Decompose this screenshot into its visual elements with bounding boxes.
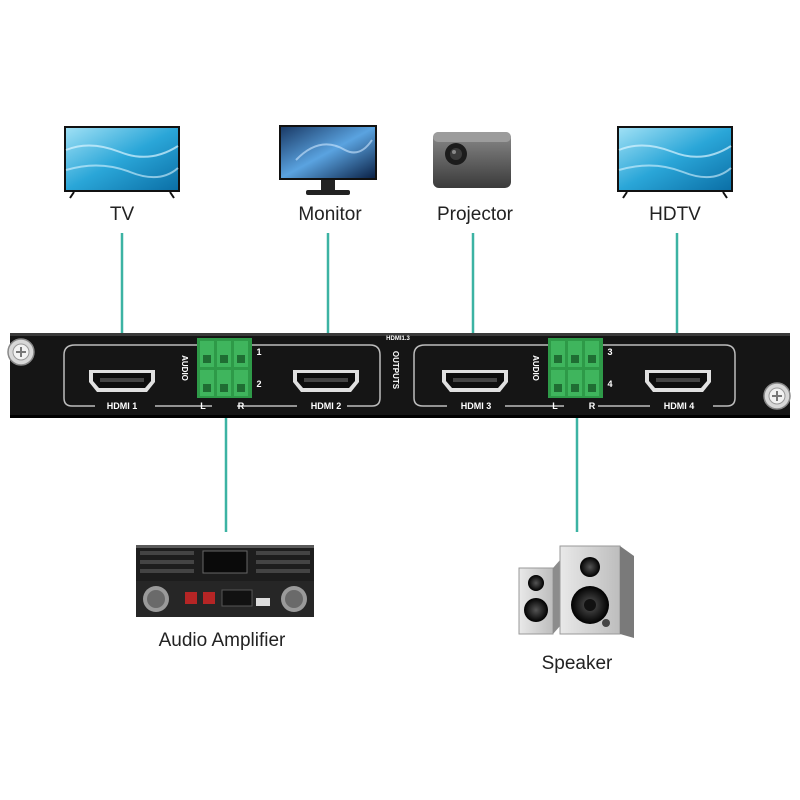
right-channel-label-1: R (238, 401, 245, 411)
right-channel-label-2: R (589, 401, 596, 411)
channel-2-label: 2 (256, 379, 261, 389)
hdmi-version-label: HDMI1.3 (386, 336, 410, 342)
audio-terminal-block-1 (197, 338, 252, 398)
audio-amplifier-icon (136, 545, 314, 617)
hdmi-3-port (442, 370, 508, 392)
channel-4-label: 4 (607, 379, 612, 389)
speaker-icon (518, 545, 634, 638)
hdmi-4-port (645, 370, 711, 392)
monitor-label: Monitor (298, 204, 362, 225)
hdmi-4-label: HDMI 4 (664, 401, 695, 411)
audio-terminal-block-2 (548, 338, 603, 398)
hdmi-1-port (89, 370, 155, 392)
audio-amplifier-label: Audio Amplifier (159, 630, 286, 651)
hdtv-icon (617, 126, 733, 199)
hdmi-output-card: HDMI 1 HDMI 2 HDMI 3 HDMI 4 AUDIO AUDIO … (7, 333, 791, 418)
projector-icon (433, 132, 511, 188)
channel-1-label: 1 (256, 347, 261, 357)
audio-label-2: AUDIO (531, 355, 540, 381)
outputs-label: OUTPUTS (391, 351, 400, 390)
hdmi-3-label: HDMI 3 (461, 401, 492, 411)
hdtv-label: HDTV (649, 204, 701, 225)
hdmi-2-label: HDMI 2 (311, 401, 342, 411)
left-thumbscrew-icon (7, 338, 35, 366)
tv-icon (64, 126, 180, 199)
projector-label: Projector (437, 204, 514, 225)
left-channel-label-1: L (200, 401, 206, 411)
channel-3-label: 3 (607, 347, 612, 357)
tv-label: TV (110, 204, 135, 225)
hdmi-2-port (293, 370, 359, 392)
left-channel-label-2: L (552, 401, 558, 411)
right-thumbscrew-icon (763, 382, 791, 410)
hdmi-1-label: HDMI 1 (107, 401, 138, 411)
audio-label-1: AUDIO (180, 355, 189, 381)
speaker-label: Speaker (542, 653, 613, 674)
monitor-icon (279, 125, 377, 195)
